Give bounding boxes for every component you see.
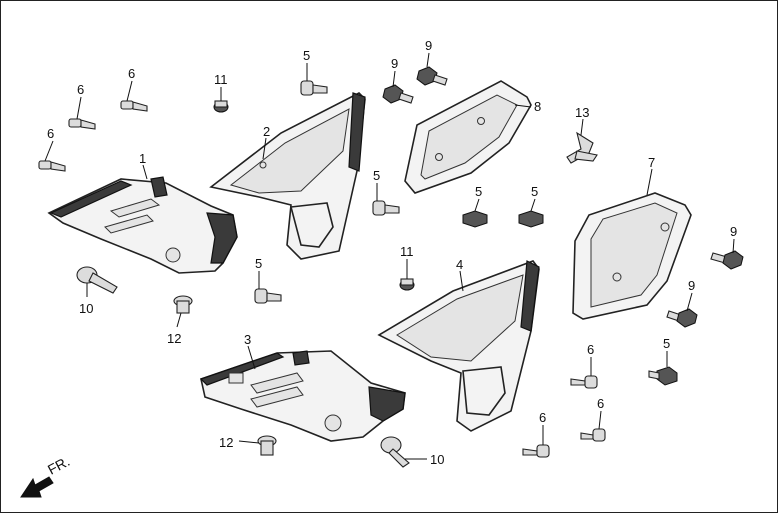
part-3-lower-side-cover	[199, 350, 406, 442]
part-13-clip	[566, 131, 598, 164]
callout-6-a: 6	[77, 82, 84, 97]
front-marker-label: FR.	[45, 453, 72, 478]
screw-6-d	[570, 375, 598, 389]
collar-12-a	[173, 295, 193, 314]
part-1-left-side-cover	[47, 176, 238, 274]
callout-6-e: 6	[597, 396, 604, 411]
bolt-9-a	[382, 84, 414, 104]
callout-5-f: 5	[663, 336, 670, 351]
bolt-9-d	[666, 308, 698, 328]
part-4-right-panel	[377, 260, 540, 432]
bolt-5-a	[300, 80, 328, 96]
grommet-11-a	[213, 100, 229, 113]
bolt-9-b	[416, 66, 448, 86]
screw-6-c	[38, 160, 66, 172]
callout-1: 1	[139, 151, 146, 166]
bolt-5-d	[462, 210, 488, 228]
callout-9-d: 9	[688, 278, 695, 293]
callout-7: 7	[648, 155, 655, 170]
bolt-9-c	[710, 250, 744, 270]
screw-6-f	[522, 444, 550, 458]
bolt-5-c	[254, 288, 282, 304]
callout-labels: 1 2 3 4 5 5 5 5 5 5 6 6 6 6 6 6 7 8 9 9 …	[47, 38, 737, 467]
callout-5-d: 5	[475, 184, 482, 199]
part-7-side-pad	[572, 192, 692, 320]
callout-4: 4	[456, 257, 463, 272]
callout-13: 13	[575, 105, 589, 120]
screw-6-e	[580, 428, 606, 442]
callout-11-a: 11	[214, 72, 228, 87]
leader-lines	[44, 52, 735, 460]
collar-12-b	[257, 435, 277, 456]
callout-11-b: 11	[400, 244, 414, 259]
callout-9-c: 9	[730, 224, 737, 239]
callout-5-e: 5	[531, 184, 538, 199]
part-2-left-panel	[209, 92, 366, 260]
callout-6-f: 6	[539, 410, 546, 425]
callout-10-a: 10	[79, 301, 93, 316]
callout-6-b: 6	[128, 66, 135, 81]
callout-6-c: 6	[47, 126, 54, 141]
pin-10-a	[76, 266, 118, 294]
callout-8: 8	[534, 99, 541, 114]
callout-12-a: 12	[167, 331, 181, 346]
bolt-5-e	[518, 210, 544, 228]
screw-6-b	[120, 100, 148, 112]
callout-3: 3	[244, 332, 251, 347]
bolt-5-b	[372, 200, 400, 216]
grommet-11-b	[399, 278, 415, 291]
callout-5-c: 5	[255, 256, 262, 271]
callout-6-d: 6	[587, 342, 594, 357]
callout-9-a: 9	[391, 56, 398, 71]
callout-9-b: 9	[425, 38, 432, 53]
bolt-5-f	[648, 366, 678, 386]
screw-6-a	[68, 118, 96, 130]
callout-5-a: 5	[303, 48, 310, 63]
callout-2: 2	[263, 124, 270, 139]
front-direction-marker: FR.	[20, 453, 72, 498]
pin-10-b	[380, 436, 410, 468]
part-8-upper-pad	[404, 80, 532, 194]
front-arrow-icon	[20, 476, 54, 498]
callout-10-b: 10	[430, 452, 444, 467]
callout-12-b: 12	[219, 435, 233, 450]
callout-5-b: 5	[373, 168, 380, 183]
